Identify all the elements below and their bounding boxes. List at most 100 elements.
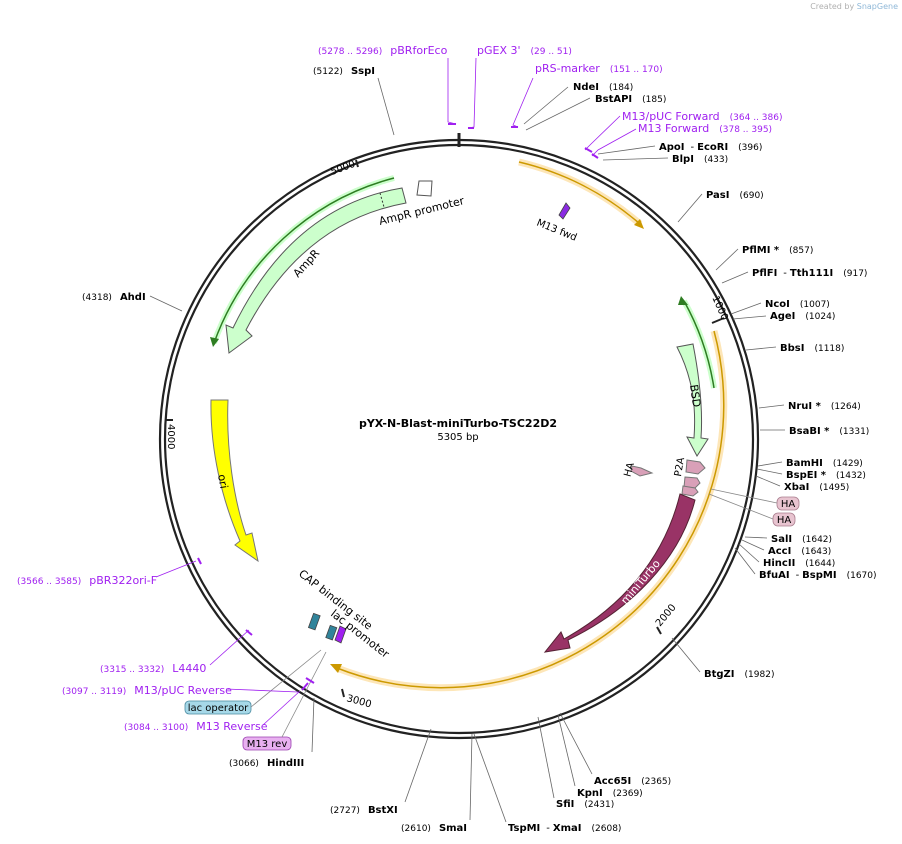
tick-label-5000: 5000: [329, 159, 357, 178]
s21-leader-line: [755, 475, 781, 487]
s35-leader-line: [225, 688, 299, 693]
s14-label: NcoI(1007): [765, 299, 830, 310]
tick-label-2000: 2000: [654, 602, 679, 629]
ha-left-label: HA: [623, 461, 637, 478]
orf-main-arrow: [330, 664, 342, 673]
s26-label: BtgZI(1982): [704, 669, 774, 680]
s11-leader-line: [677, 193, 703, 223]
orf-top-arrow: [634, 219, 644, 229]
ha-box-1-label: HA: [781, 499, 796, 510]
m13-fwd-primer: [558, 202, 571, 220]
s24-label: HincII(1644): [763, 558, 835, 569]
p2a-feature: [685, 459, 706, 475]
s4-label: pRS-marker(151 .. 170): [535, 62, 663, 75]
s28-leader-line: [557, 714, 576, 787]
s34-primer-marker: [301, 682, 309, 691]
ampr-orf-arrow: [210, 337, 219, 347]
tick-label-4000: 4000: [165, 424, 176, 449]
s23-leader-line: [741, 539, 765, 551]
ha-box-2-label: HA: [777, 515, 792, 526]
lac-promoter-feature: [325, 624, 338, 641]
tick-5000: 5000: [329, 159, 359, 178]
miniturbo-label: miniTurbo: [618, 557, 663, 607]
bsd-label: BSD: [687, 384, 703, 408]
s34-label: (3084 .. 3100)M13 Reverse: [124, 720, 268, 733]
s1-leader-line: [377, 77, 395, 136]
s9-leader-line: [597, 145, 656, 155]
ampr-promoter-divider: [379, 192, 385, 208]
s25-leader-line: [734, 547, 756, 575]
ampr-arrow: [225, 187, 407, 354]
s17-label: NruI *(1264): [788, 401, 861, 412]
snapgene-logo: SnapGene: [856, 2, 898, 11]
s13-leader-line: [721, 271, 749, 284]
s35-primer-marker: [305, 677, 315, 684]
m13-fwd-label: M13 fwd: [535, 218, 578, 244]
s5-leader-line: [523, 86, 569, 125]
s19-leader-line: [757, 461, 783, 467]
s29-leader-line: [537, 716, 555, 799]
s34-leader-line: [262, 690, 301, 726]
s8-leader-line: [591, 128, 637, 157]
s36-primer-marker: [245, 629, 253, 636]
s7-label: M13/pUC Forward(364 .. 386): [622, 110, 782, 123]
s38-label: (4318)AhdI: [82, 292, 146, 303]
s12-leader-line: [715, 248, 739, 271]
s36-label: (3315 .. 3332)L4440: [100, 662, 206, 675]
s36-leader-line: [209, 629, 250, 666]
tick-label-3000: 3000: [345, 693, 372, 710]
s3-leader-line: [467, 57, 477, 129]
m13-rev-primer: [334, 625, 347, 644]
ha-feature-2: [681, 485, 699, 497]
ori-arrow: [210, 399, 259, 563]
s21-label: XbaI(1495): [784, 482, 849, 493]
s14-leader-line: [730, 302, 762, 315]
tick-1000: 1000: [709, 294, 730, 324]
s2-leader-line: [447, 58, 457, 125]
s22-label: SalI(1642): [771, 534, 832, 545]
s37-leader-line: [155, 560, 197, 578]
s2-label: (5278 .. 5296)pBRforEco: [318, 44, 448, 57]
s5-label: NdeI(184): [573, 82, 633, 93]
lac-operator-box: lac operator: [184, 700, 252, 715]
ori-label: ori: [215, 473, 230, 489]
s35-label: (3097 .. 3119)M13/pUC Reverse: [62, 684, 232, 697]
s3-label: pGEX 3'(29 .. 51): [477, 44, 572, 57]
lac-operator-leader: [250, 649, 322, 708]
s16-label: BbsI(1118): [780, 343, 844, 354]
lac-operator-label: lac operator: [188, 703, 249, 714]
bsd-arrow: [676, 343, 709, 457]
s12-label: PflMI *(857): [742, 245, 813, 256]
bsd-orf-line: [683, 300, 715, 389]
s20-label: BspEI *(1432): [786, 470, 866, 481]
miniturbo-arrow: [543, 493, 696, 653]
ha-box-2-leader: [708, 493, 774, 520]
s27-label: Acc65I(2365): [594, 776, 671, 787]
s6-leader-line: [525, 97, 591, 131]
orf-main-line: [336, 330, 725, 689]
s37-primer-marker: [197, 557, 202, 565]
ha-feature-1: [683, 476, 701, 489]
cap-binding-site-feature: [307, 612, 321, 631]
s31-leader-line: [469, 733, 473, 821]
s26-leader-line: [671, 637, 701, 673]
m13-rev-box-label: M13 rev: [247, 739, 288, 750]
s32-leader-line: [404, 728, 432, 803]
s6-label: BstAPI(185): [595, 94, 666, 105]
s20-leader-line: [756, 468, 783, 475]
s8-primer-marker: [591, 153, 599, 159]
orf-top-line: [518, 161, 641, 225]
orf-main-glow: [335, 330, 728, 692]
m13-rev-box: M13 rev: [242, 736, 292, 751]
s15-leader-line: [732, 315, 767, 320]
s31-label: (2610)SmaI: [401, 823, 467, 834]
s8-label: M13 Forward(378 .. 395): [638, 122, 772, 135]
s25-label: BfuAI-BspMI(1670): [759, 570, 877, 581]
plasmid-name: pYX-N-Blast-miniTurbo-TSC22D2: [359, 417, 557, 430]
bsd-orf-arrow: [678, 296, 688, 305]
s16-leader-line: [745, 346, 777, 351]
p2a-label: P2A: [673, 456, 687, 477]
s13-label: PflFI-Tth111I(917): [752, 268, 867, 279]
m13-rev-leader: [281, 651, 327, 738]
